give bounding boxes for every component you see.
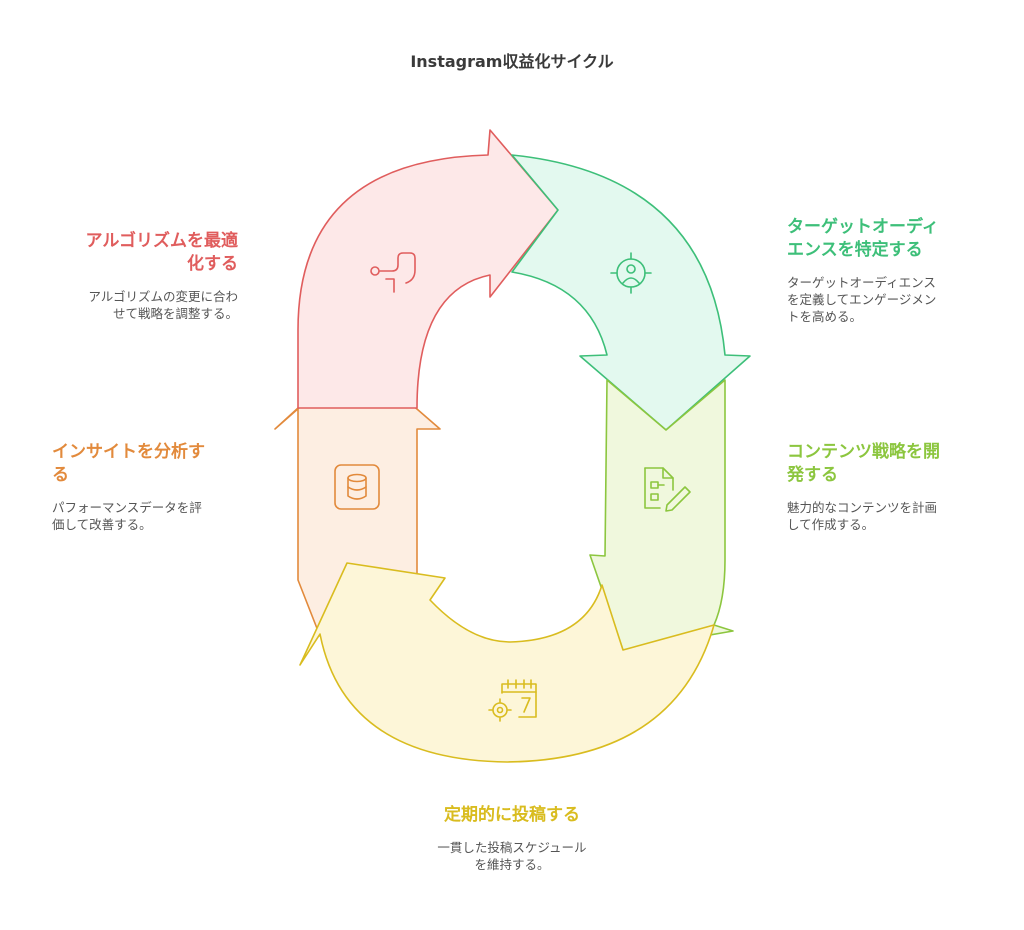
step-optimize-description: アルゴリズムの変更に合わ せて戦略を調整する。 (88, 289, 238, 321)
route-icon (370, 252, 416, 293)
step-analyze-heading: インサイトを分析す る (52, 442, 205, 485)
arrow-post (299, 562, 715, 763)
diagram-title: Instagram収益化サイクル (410, 52, 614, 71)
step-post-heading: 定期的に投稿する (444, 805, 580, 825)
step-content: コンテンツ戦略を開 発する 魅力的なコンテンツを計画 して作成する。 (787, 441, 997, 533)
calendar-gear-icon (488, 679, 537, 722)
step-analyze: インサイトを分析す る パフォーマンスデータを評 価して改善する。 (52, 441, 252, 533)
step-target: ターゲットオーディ エンスを特定する ターゲットオーディエンス を定義してエンゲ… (787, 216, 997, 325)
step-optimize-heading: アルゴリズムを最適 化する (85, 231, 239, 274)
database-icon (334, 464, 380, 510)
step-post-description: 一貫した投稿スケジュール を維持する。 (437, 840, 587, 872)
step-post: 定期的に投稿する 一貫した投稿スケジュール を維持する。 (362, 804, 662, 873)
step-content-description: 魅力的なコンテンツを計画 して作成する。 (787, 500, 938, 532)
step-optimize: アルゴリズムを最適 化する アルゴリズムの変更に合わ せて戦略を調整する。 (30, 230, 239, 322)
step-target-heading: ターゲットオーディ エンスを特定する (787, 217, 939, 260)
step-analyze-description: パフォーマンスデータを評 価して改善する。 (52, 500, 202, 532)
target-user-icon (610, 252, 652, 294)
arrow-optimize (297, 129, 559, 409)
step-content-heading: コンテンツ戦略を開 発する (787, 442, 940, 485)
step-target-description: ターゲットオーディエンス を定義してエンゲージメン トを高める。 (787, 275, 937, 324)
document-edit-icon (644, 467, 691, 512)
